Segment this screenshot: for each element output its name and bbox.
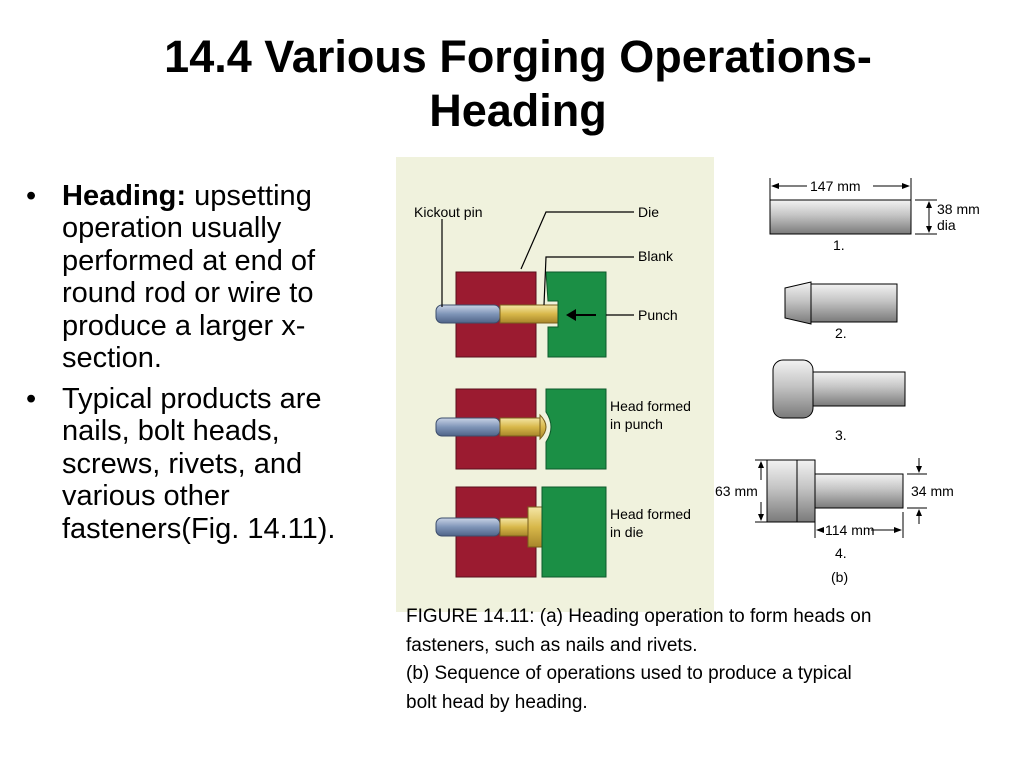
label-punch: Punch	[638, 307, 678, 323]
label-head-punch-1: Head formed	[610, 398, 691, 414]
blank	[499, 304, 559, 324]
dim-length-4: 114 mm	[825, 522, 875, 538]
bolt-shank	[814, 473, 904, 509]
dim-shank: 34 mm	[911, 483, 954, 499]
step-3-label: 3.	[835, 427, 847, 443]
stage-3	[435, 486, 607, 578]
arrow-head-icon	[566, 309, 576, 321]
label-head-die-1: Head formed	[610, 506, 691, 522]
rod-stage-2-shank	[810, 283, 898, 323]
blank	[499, 517, 529, 537]
arrow-icon	[758, 461, 764, 468]
label-head-punch-2: in punch	[610, 416, 663, 432]
title-line-1: 14.4 Various Forging Operations-	[164, 31, 872, 82]
arrow-icon	[916, 466, 922, 473]
arrow-icon	[894, 527, 902, 533]
bullet-products: Typical products are nails, bolt heads, …	[22, 383, 382, 545]
bullet-heading: Heading: upsetting operation usually per…	[22, 180, 382, 375]
rod-stage-3-shank	[812, 371, 906, 407]
caption-line-3: (b) Sequence of operations used to produ…	[406, 663, 852, 684]
figure-caption: FIGURE 14.11: (a) Heading operation to f…	[406, 603, 996, 717]
bullet-text: upsetting operation usually performed at…	[62, 180, 316, 375]
arrow-icon	[771, 183, 779, 189]
kickout-pin	[435, 517, 501, 537]
stage-1	[435, 271, 607, 358]
punch	[545, 388, 607, 470]
arrow-icon	[926, 201, 932, 208]
dim-dia-2: dia	[937, 217, 956, 233]
step-2-label: 2.	[835, 325, 847, 341]
bullet-term: Heading:	[62, 180, 187, 212]
caption-line-1: FIGURE 14.11: (a) Heading operation to f…	[406, 606, 872, 627]
formed-head	[539, 413, 547, 441]
bullet-text: Typical products are nails, bolt heads, …	[62, 382, 336, 545]
caption-line-2: fasteners, such as nails and rivets.	[406, 634, 698, 656]
rod-stage-3-head	[772, 359, 814, 419]
kickout-pin	[435, 304, 501, 324]
label-die: Die	[638, 204, 659, 220]
punch	[541, 486, 607, 578]
dim-dia-1: 38 mm	[937, 201, 980, 217]
label-blank: Blank	[638, 248, 674, 264]
part-b-label: (b)	[831, 569, 848, 585]
rod-stage-1	[769, 199, 912, 235]
stage-2	[435, 388, 607, 470]
arrow-icon	[916, 509, 922, 516]
step-4-label: 4.	[835, 545, 847, 561]
title-line-2: Heading	[429, 85, 607, 136]
arrow-icon	[816, 527, 824, 533]
bullet-list: Heading: upsetting operation usually per…	[22, 180, 382, 553]
arrow-icon	[758, 514, 764, 521]
label-kickout-pin: Kickout pin	[414, 204, 482, 220]
arrow-icon	[926, 226, 932, 233]
slide-title: 14.4 Various Forging Operations- Heading	[100, 30, 936, 138]
leader-lines	[441, 211, 634, 316]
bolt-head-right	[796, 459, 816, 523]
step-1-label: 1.	[833, 237, 845, 253]
arrow-icon	[902, 183, 910, 189]
dim-head: 63 mm	[715, 483, 758, 499]
bolt-head-left	[766, 459, 798, 523]
kickout-pin	[435, 417, 501, 437]
figure-b-bolt-sequence: 147 mm 38 mm dia 1. 2. 3. 63 mm 34 mm 11…	[715, 178, 980, 585]
figure-a-heading-operation: Kickout pin Die Blank Punch Head formed …	[396, 157, 714, 612]
formed-head	[527, 506, 543, 548]
dim-length-1: 147 mm	[810, 178, 861, 194]
rod-stage-2-head	[784, 281, 812, 325]
blank	[499, 417, 541, 437]
caption-line-4: bolt head by heading.	[406, 691, 588, 713]
label-head-die-2: in die	[610, 524, 644, 540]
